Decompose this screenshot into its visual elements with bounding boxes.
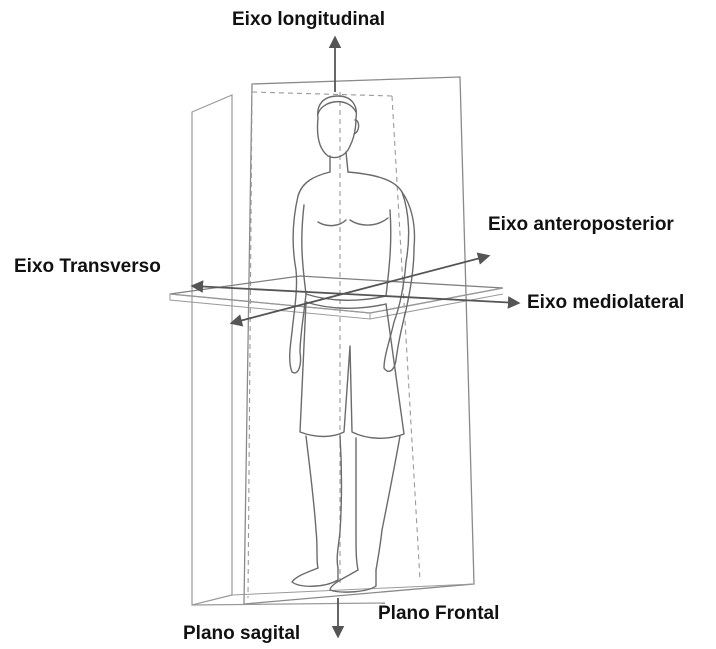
anteroposterior-axis-label: Eixo anteroposterior — [488, 215, 674, 234]
frontal-plane-label: Plano Frontal — [378, 604, 499, 623]
frontal-plane — [192, 95, 474, 605]
sagittal-plane-label: Plano sagital — [183, 624, 300, 643]
transverse-axis-label: Eixo Transverso — [14, 257, 161, 276]
transverse-plane — [170, 276, 503, 319]
sagittal-plane — [244, 77, 474, 604]
mediolateral-axis-label: Eixo mediolateral — [527, 293, 684, 312]
longitudinal-axis-label: Eixo longitudinal — [232, 10, 385, 29]
dashed-plane-lines — [248, 92, 420, 598]
